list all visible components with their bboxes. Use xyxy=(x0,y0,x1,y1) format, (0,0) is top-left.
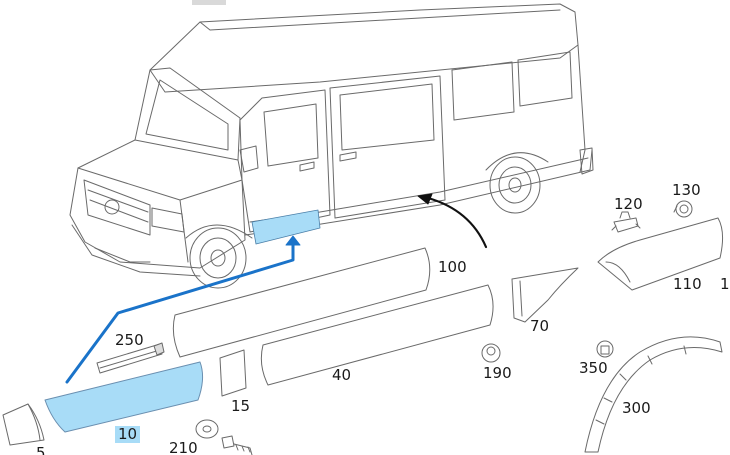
top-crop-marker xyxy=(192,0,226,5)
part-10-front-door-moulding[interactable] xyxy=(44,361,204,433)
van-illustration xyxy=(69,3,594,289)
label-part-250[interactable]: 250 xyxy=(115,331,144,349)
part-70-wheel-arch-trim-front[interactable] xyxy=(511,267,579,323)
screw-fastener[interactable] xyxy=(221,435,253,455)
label-part-15[interactable]: 15 xyxy=(231,397,250,415)
label-part-40[interactable]: 40 xyxy=(332,366,351,384)
label-part-350[interactable]: 350 xyxy=(579,359,608,377)
part-100-side-moulding-upper[interactable] xyxy=(172,247,431,358)
part-130-fastener-clip[interactable] xyxy=(673,200,693,218)
label-part-300[interactable]: 300 xyxy=(622,399,651,417)
label-part-130[interactable]: 130 xyxy=(672,181,701,199)
part-120-retaining-clip[interactable] xyxy=(611,211,641,233)
selection-callout-arrow xyxy=(65,235,301,384)
label-part-110[interactable]: 110 xyxy=(673,275,702,293)
part-40-side-moulding-lower[interactable] xyxy=(260,284,494,386)
part-15-trim-piece[interactable] xyxy=(219,349,247,397)
part-210-washer[interactable] xyxy=(195,419,219,439)
part-190-grommet[interactable] xyxy=(481,343,501,363)
part-300-wheel-arch-flare[interactable] xyxy=(584,336,723,453)
label-part-70[interactable]: 70 xyxy=(530,317,549,335)
label-part-190[interactable]: 190 xyxy=(483,364,512,382)
part-5-end-cap[interactable] xyxy=(2,403,45,446)
label-part-1[interactable]: 1 xyxy=(720,275,730,293)
part-350-wheel-arch-clip[interactable] xyxy=(596,340,614,358)
selected-label-chip xyxy=(115,426,140,443)
pointer-arrow-100 xyxy=(417,193,488,249)
label-part-10[interactable]: 10 xyxy=(118,425,137,443)
label-part-100[interactable]: 100 xyxy=(438,258,467,276)
label-part-120[interactable]: 120 xyxy=(614,195,643,213)
part-250-clip-strip[interactable] xyxy=(96,342,165,374)
label-part-210[interactable]: 210 xyxy=(169,439,198,455)
part-110-rear-side-moulding[interactable] xyxy=(597,217,724,291)
label-part-5[interactable]: 5 xyxy=(36,444,46,455)
